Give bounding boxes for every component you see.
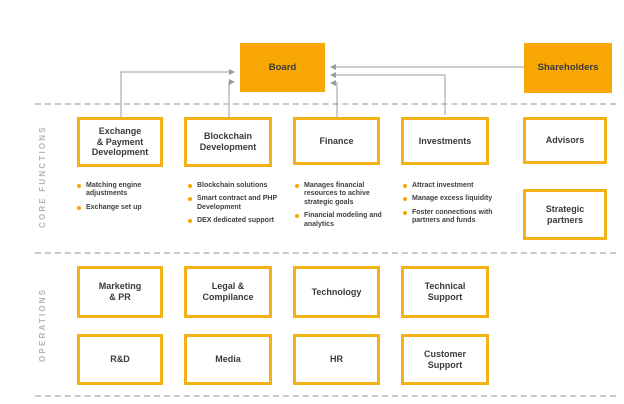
- bullet-text: Attract investment: [412, 182, 474, 189]
- finance-bullet-list: Manages financial resources to achive st…: [293, 182, 389, 234]
- section-divider-middle: [35, 252, 616, 254]
- connector-blockchain-to-board: [228, 79, 235, 117]
- org-box-hr: HR: [293, 334, 380, 385]
- org-box-investments: Investments: [401, 117, 489, 165]
- org-box-blockchain-development: Blockchain Development: [184, 117, 272, 167]
- bullet-dot-icon: [295, 184, 299, 188]
- org-box-rnd: R&D: [77, 334, 163, 385]
- list-item: Exchange set up: [75, 204, 181, 212]
- org-box-finance: Finance: [293, 117, 380, 165]
- org-box-board: Board: [240, 43, 325, 92]
- bullet-dot-icon: [403, 197, 407, 202]
- list-item: Manages financial resources to achive st…: [293, 182, 389, 207]
- bullet-text: Smart contract and PHP Development: [197, 195, 278, 211]
- list-item: Smart contract and PHP Development: [186, 195, 292, 212]
- bullet-text: Exchange set up: [86, 203, 142, 211]
- connector-exchange-to-board: [120, 69, 235, 117]
- list-item: Manage excess liquidity: [401, 195, 507, 203]
- org-box-exchange-payment-development: Exchange & Payment Development: [77, 117, 163, 167]
- bullet-text: Blockchain solutions: [197, 182, 268, 189]
- list-item: Financial modeling and analytics: [293, 212, 389, 229]
- bullet-dot-icon: [77, 184, 81, 188]
- bullet-dot-icon: [188, 197, 192, 202]
- org-box-shareholders: Shareholders: [524, 43, 612, 93]
- bullet-dot-icon: [295, 214, 299, 219]
- org-box-technology: Technology: [293, 266, 380, 318]
- org-box-advisors: Advisors: [523, 117, 607, 164]
- bullet-text: Financial modeling and analytics: [304, 212, 382, 228]
- list-item: Attract investment: [401, 182, 507, 190]
- org-box-technical-support: Technical Support: [401, 266, 489, 318]
- bullet-text: Manage excess liquidity: [412, 195, 493, 203]
- org-box-marketing-pr: Marketing & PR: [77, 266, 163, 318]
- exchange-bullet-list: Matching engine adjustments Exchange set…: [75, 182, 181, 217]
- connector-investments-to-board: [330, 72, 446, 115]
- bullet-text: Manages financial resources to achive st…: [304, 182, 370, 206]
- list-item: Blockchain solutions: [186, 182, 292, 190]
- bullet-dot-icon: [188, 184, 192, 188]
- bullet-dot-icon: [403, 184, 407, 188]
- list-item: Matching engine adjustments: [75, 182, 181, 199]
- list-item: Foster connections with partners and fun…: [401, 209, 507, 226]
- bullet-dot-icon: [77, 205, 81, 210]
- list-item: DEX dedicated support: [186, 217, 292, 225]
- bullet-text: DEX dedicated support: [197, 217, 275, 225]
- org-box-customer-support: Customer Support: [401, 334, 489, 385]
- operations-section-label: OPERATIONS: [38, 287, 47, 363]
- org-box-media: Media: [184, 334, 272, 385]
- bullet-text: Matching engine adjustments: [86, 182, 142, 198]
- bullet-dot-icon: [403, 210, 407, 215]
- org-box-strategic-partners: Strategic partners: [523, 189, 607, 240]
- bullet-text: Foster connections with partners and fun…: [412, 208, 493, 225]
- connector-finance-to-board: [330, 80, 338, 117]
- bullet-dot-icon: [188, 219, 192, 224]
- investments-bullet-list: Attract investment Manage excess liquidi…: [401, 182, 507, 231]
- core-functions-section-label: CORE FUNCTIONS: [38, 125, 47, 229]
- org-box-legal-compliance: Legal & Compilance: [184, 266, 272, 318]
- blockchain-bullet-list: Blockchain solutions Smart contract and …: [186, 182, 292, 231]
- section-divider-top: [35, 103, 616, 105]
- section-divider-bottom: [35, 395, 616, 397]
